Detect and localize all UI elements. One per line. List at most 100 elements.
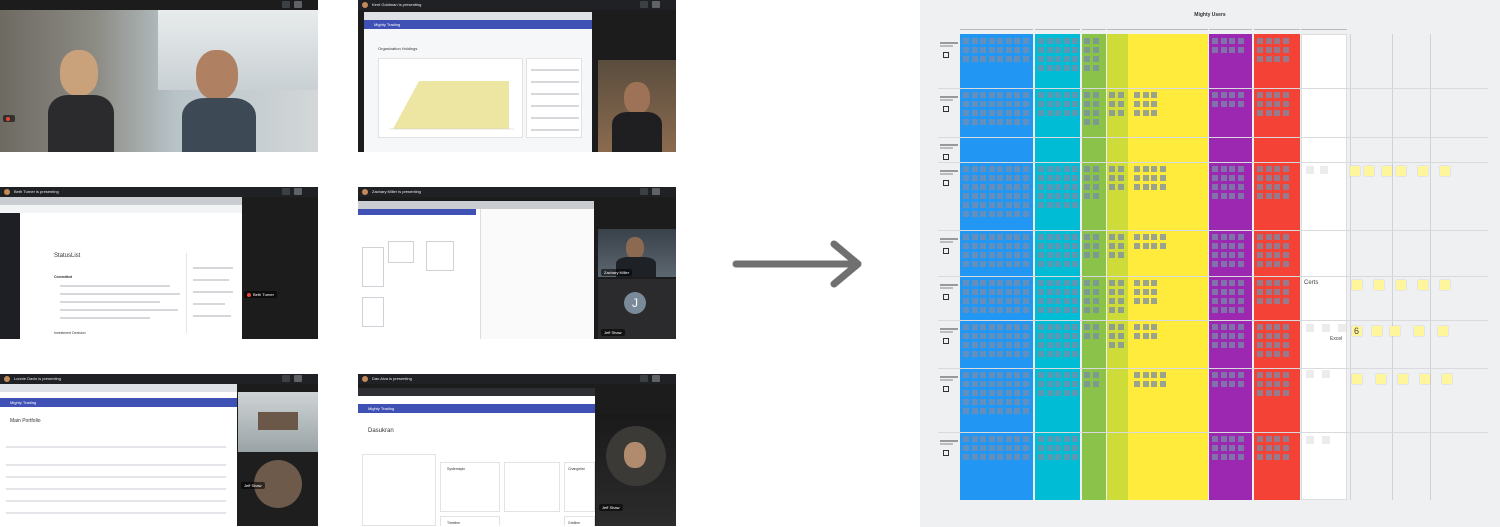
avatar: J [624, 292, 646, 314]
sticky-note [1282, 381, 1289, 387]
sticky-note [980, 381, 986, 387]
sticky-note [980, 193, 986, 199]
sticky-note [1282, 280, 1289, 286]
sticky-note [997, 289, 1003, 295]
layout-icon[interactable] [282, 1, 290, 8]
sticky-note [1046, 324, 1053, 330]
big-text: Excel [1330, 336, 1343, 342]
sticky-note [1159, 381, 1166, 387]
sticky-note [1274, 110, 1280, 116]
sticky-note [997, 166, 1003, 172]
sticky-note [1005, 56, 1012, 62]
sticky-note [1274, 390, 1280, 396]
sticky-note [1257, 184, 1263, 190]
sticky-note [988, 351, 995, 357]
sticky-note [1274, 280, 1280, 286]
meeting-tile-6: Dan Alva is presenting Mighty Trading Da… [358, 374, 676, 526]
sticky-note [1046, 307, 1053, 313]
self-view-thumbnail[interactable] [652, 1, 660, 8]
sticky-note [1022, 234, 1029, 240]
layout-icon[interactable] [640, 188, 648, 195]
presenter-caption: Lonnie Davis is presenting [14, 376, 61, 381]
sticky-note [1072, 390, 1078, 396]
sticky-note [1046, 298, 1053, 304]
sticky-note [1374, 280, 1384, 290]
sticky-note [1274, 261, 1280, 267]
sticky-note [1022, 436, 1029, 442]
sticky-note [1005, 333, 1012, 339]
sticky-note [1109, 92, 1115, 98]
sticky-note [1109, 333, 1115, 339]
sticky-note [1092, 175, 1099, 181]
sticky-note [1022, 324, 1029, 330]
sticky-note [1046, 92, 1053, 98]
sticky-note [1117, 101, 1124, 107]
sticky-note [1046, 202, 1053, 208]
sticky-note [988, 333, 995, 339]
sticky-note [1257, 445, 1263, 451]
sticky-note [963, 289, 969, 295]
self-view-thumbnail[interactable] [652, 188, 660, 195]
sticky-note [1092, 38, 1099, 44]
sticky-note [1005, 175, 1012, 181]
sticky-note [1046, 289, 1053, 295]
self-view-thumbnail[interactable] [294, 1, 302, 8]
sticky-note [971, 202, 978, 208]
sticky-note [988, 47, 995, 53]
sticky-note [963, 381, 969, 387]
sticky-note [1274, 38, 1280, 44]
sticky-note [1014, 372, 1020, 378]
sticky-note [1237, 252, 1244, 258]
sticky-note [1134, 92, 1140, 98]
sticky-note [971, 101, 978, 107]
sticky-note [1265, 372, 1272, 378]
sticky-note [1265, 166, 1272, 172]
sticky-note [1274, 342, 1280, 348]
sticky-note [980, 166, 986, 172]
sticky-note [1390, 326, 1400, 336]
sticky-note [1072, 234, 1078, 240]
sticky-note [997, 193, 1003, 199]
sticky-note [1022, 252, 1029, 258]
sticky-note [1063, 333, 1070, 339]
sticky-note [1257, 261, 1263, 267]
presenter-caption: Zachary Miller is presenting [372, 189, 421, 194]
sticky-note [1414, 326, 1424, 336]
shared-screen: Mighty Trading Main Portfolio [0, 384, 237, 526]
sticky-note [1229, 280, 1235, 286]
sticky-note [1046, 333, 1053, 339]
sticky-note [980, 202, 986, 208]
sticky-note [1229, 342, 1235, 348]
self-view-thumbnail[interactable] [652, 375, 660, 382]
self-view-thumbnail[interactable] [294, 188, 302, 195]
layout-icon[interactable] [640, 375, 648, 382]
sticky-note [1282, 184, 1289, 190]
sticky-note [997, 211, 1003, 217]
layout-icon[interactable] [282, 188, 290, 195]
sticky-note [1338, 324, 1346, 332]
sticky-note [1005, 381, 1012, 387]
sticky-note [1046, 252, 1053, 258]
sticky-note [1055, 243, 1061, 249]
layout-icon[interactable] [640, 1, 648, 8]
card-title: Timeline [447, 521, 461, 525]
sticky-note [971, 184, 978, 190]
sticky-note [1038, 436, 1044, 442]
sticky-note [1046, 372, 1053, 378]
sticky-note [1038, 298, 1044, 304]
sticky-note [1063, 47, 1070, 53]
sticky-note [1265, 324, 1272, 330]
sticky-note [1038, 351, 1044, 357]
sticky-note [1063, 324, 1070, 330]
sticky-note [997, 280, 1003, 286]
row-divider [938, 137, 1488, 138]
sticky-note [1142, 333, 1149, 339]
sticky-note [1092, 166, 1099, 172]
sticky-note [1220, 381, 1227, 387]
sticky-note [971, 56, 978, 62]
sticky-note [1084, 193, 1090, 199]
sticky-note [1257, 436, 1263, 442]
board-column [1350, 34, 1390, 500]
self-view-thumbnail[interactable] [294, 375, 302, 382]
layout-icon[interactable] [282, 375, 290, 382]
